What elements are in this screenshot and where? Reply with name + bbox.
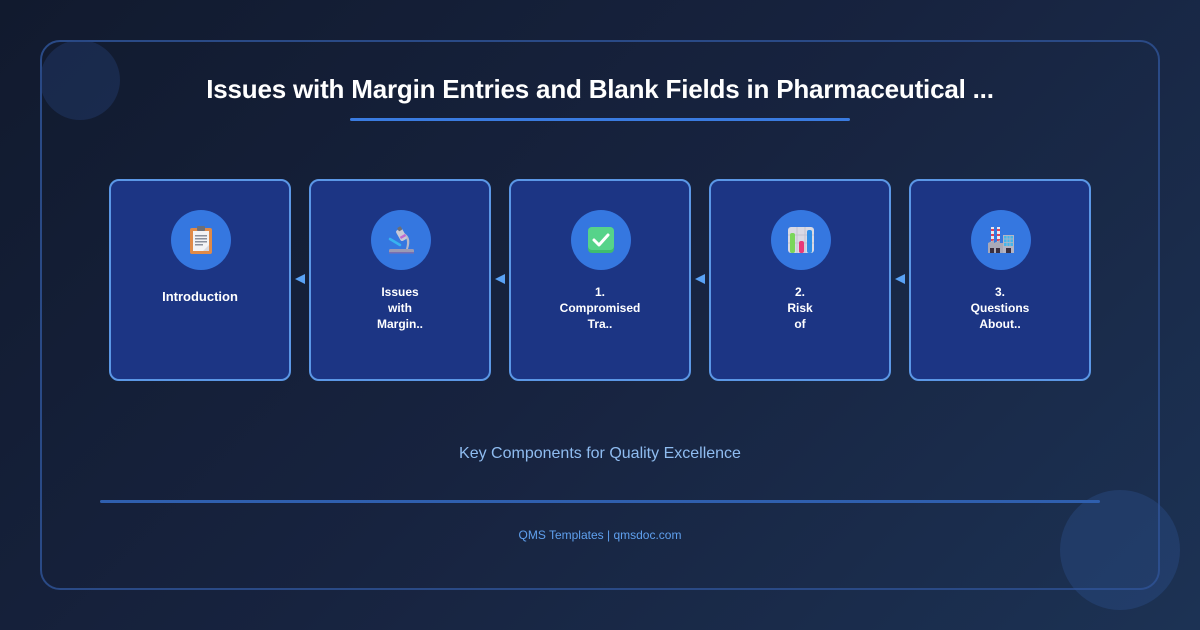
icon-badge xyxy=(171,210,231,270)
icon-badge xyxy=(371,210,431,270)
bar-chart-icon xyxy=(787,226,815,254)
step-label: 2. Risk of xyxy=(787,285,813,331)
factory-icon xyxy=(986,225,1016,255)
step-card-issues-with-margin[interactable]: Issues with Margin.. xyxy=(309,179,491,381)
step-label: Introduction xyxy=(162,289,238,304)
footer-divider xyxy=(100,500,1100,503)
microscope-icon xyxy=(386,225,416,255)
decorative-circle-top-left xyxy=(40,40,120,120)
icon-badge xyxy=(971,210,1031,270)
icon-badge xyxy=(771,210,831,270)
subtitle: Key Components for Quality Excellence xyxy=(459,445,741,462)
clipboard-icon xyxy=(187,225,215,255)
step-card-compromised[interactable]: 1. Compromised Tra.. xyxy=(509,179,691,381)
check-mark-icon xyxy=(587,226,615,254)
process-flow: Introduction Issues with Margin.. xyxy=(109,179,1091,381)
title-underline xyxy=(350,118,850,121)
page-title: Issues with Margin Entries and Blank Fie… xyxy=(206,74,994,104)
footer-credit: QMS Templates | qmsdoc.com xyxy=(518,528,682,542)
step-card-risk-of[interactable]: 2. Risk of xyxy=(709,179,891,381)
flow-arrow-left-icon xyxy=(295,274,305,284)
flow-arrow-left-icon xyxy=(895,274,905,284)
step-label: 3. Questions About.. xyxy=(970,285,1030,331)
step-card-introduction[interactable]: Introduction xyxy=(109,179,291,381)
step-card-questions-about[interactable]: 3. Questions About.. xyxy=(909,179,1091,381)
step-label: 1. Compromised Tra.. xyxy=(559,285,641,331)
icon-badge xyxy=(571,210,631,270)
decorative-circle-bottom-right xyxy=(1060,490,1180,610)
flow-arrow-left-icon xyxy=(495,274,505,284)
outer-frame xyxy=(40,40,1160,590)
flow-arrow-left-icon xyxy=(695,274,705,284)
step-label: Issues with Margin.. xyxy=(376,285,423,331)
